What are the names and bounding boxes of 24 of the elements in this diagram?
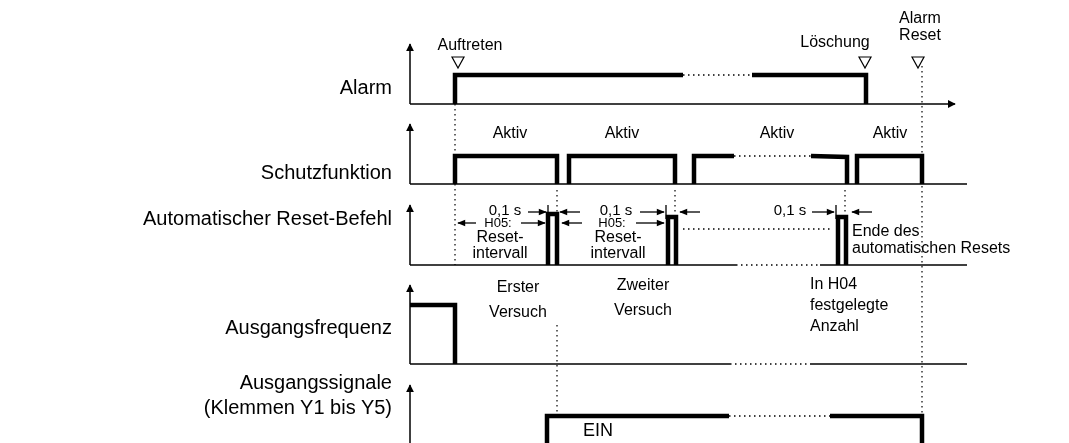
label-text: Ausgangssignale (Klemmen Y1 bis Y5) [202,370,392,420]
label-text: H05: [597,216,627,230]
label-text: 0,1 s [772,202,808,219]
label-text: 0,1 s [488,202,523,218]
label-text: Automatischer Reset-Befehl [142,207,392,229]
label-text: In H04 festgelegte Anzahl [810,274,890,336]
label-text: H05: [483,216,513,230]
label-text: Schutzfunktion [259,161,392,183]
label-text: Löschung [799,33,871,51]
label-text: Aktiv [603,124,641,142]
label-text: Zweiter Versuch [613,275,673,320]
label-text: EIN [583,421,614,441]
label-text: Reset- intervall [589,229,647,261]
label-text: Aktiv [491,124,529,142]
label-text: Auftreten [436,36,504,54]
label-text: Aktiv [758,124,796,142]
label-text: Aktiv [871,124,909,142]
label-text: Ausgangsfrequenz [224,316,392,338]
label-text: 0,1 s [598,202,634,218]
label-text: Alarm [338,76,392,98]
label-text: Ende des automatischen Resets [852,222,1012,256]
label-text: Reset- intervall [471,229,529,261]
label-text: Erster Versuch [488,277,548,322]
label-text: Alarm Reset [898,9,942,43]
